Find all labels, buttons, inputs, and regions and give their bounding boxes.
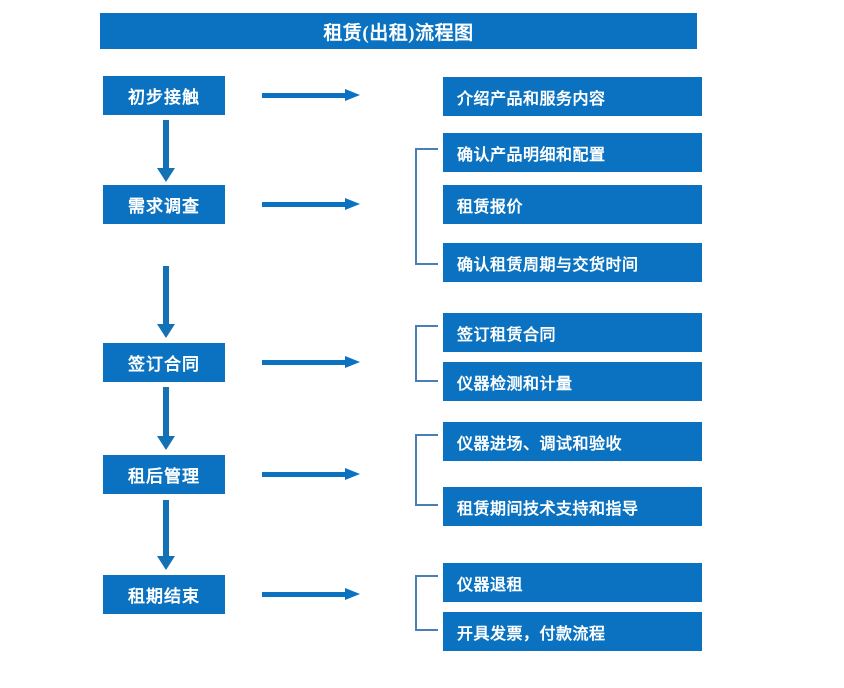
detail-box-仪器进场调试和验收[interactable]: 仪器进场、调试和验收 [443,422,702,461]
diagram-title: 租赁(出租)流程图 [100,13,697,49]
arrow-shaft [163,387,169,437]
detail-box-仪器检测和计量[interactable]: 仪器检测和计量 [443,362,702,401]
group-bracket-租后管理 [415,434,438,506]
arrow-shaft [262,592,346,597]
arrow-head-right-icon [345,468,360,480]
group-bracket-租期结束 [415,575,438,631]
arrow-shaft [163,500,169,557]
flow-arrow-down-1 [156,120,176,182]
detail-box-租赁报价[interactable]: 租赁报价 [443,185,702,224]
stage-box-租期结束[interactable]: 租期结束 [103,575,225,614]
arrow-head-down-icon [157,556,175,570]
arrow-head-right-icon [345,356,360,368]
link-arrow-right-1 [262,87,360,103]
link-arrow-right-2 [262,196,360,212]
detail-box-确认产品明细和配置[interactable]: 确认产品明细和配置 [443,133,702,172]
detail-box-确认租赁周期与交货时间[interactable]: 确认租赁周期与交货时间 [443,243,702,282]
arrow-shaft [163,120,169,169]
arrow-shaft [262,202,346,207]
link-arrow-right-4 [262,466,360,482]
stage-box-需求调查[interactable]: 需求调查 [103,185,225,224]
flow-arrow-down-4 [156,500,176,570]
group-bracket-需求调查 [415,148,438,265]
flow-arrow-down-2 [156,266,176,338]
arrow-shaft [262,472,346,477]
detail-box-签订租赁合同[interactable]: 签订租赁合同 [443,313,702,352]
arrow-head-down-icon [157,168,175,182]
flow-arrow-down-3 [156,387,176,450]
link-arrow-right-5 [262,586,360,602]
arrow-shaft [262,360,346,365]
stage-box-租后管理[interactable]: 租后管理 [103,455,225,494]
arrow-head-right-icon [345,588,360,600]
arrow-head-right-icon [345,89,360,101]
arrow-shaft [163,266,169,325]
arrow-head-down-icon [157,436,175,450]
detail-box-租赁期间技术支持和指导[interactable]: 租赁期间技术支持和指导 [443,487,702,526]
group-bracket-签订合同 [415,325,438,382]
detail-box-介绍产品和服务内容[interactable]: 介绍产品和服务内容 [443,77,702,116]
arrow-head-right-icon [345,198,360,210]
stage-box-初步接触[interactable]: 初步接触 [103,76,225,115]
arrow-head-down-icon [157,324,175,338]
detail-box-仪器退租[interactable]: 仪器退租 [443,563,702,602]
detail-box-开具发票付款流程[interactable]: 开具发票，付款流程 [443,612,702,651]
arrow-shaft [262,93,346,98]
stage-box-签订合同[interactable]: 签订合同 [103,343,225,382]
link-arrow-right-3 [262,354,360,370]
